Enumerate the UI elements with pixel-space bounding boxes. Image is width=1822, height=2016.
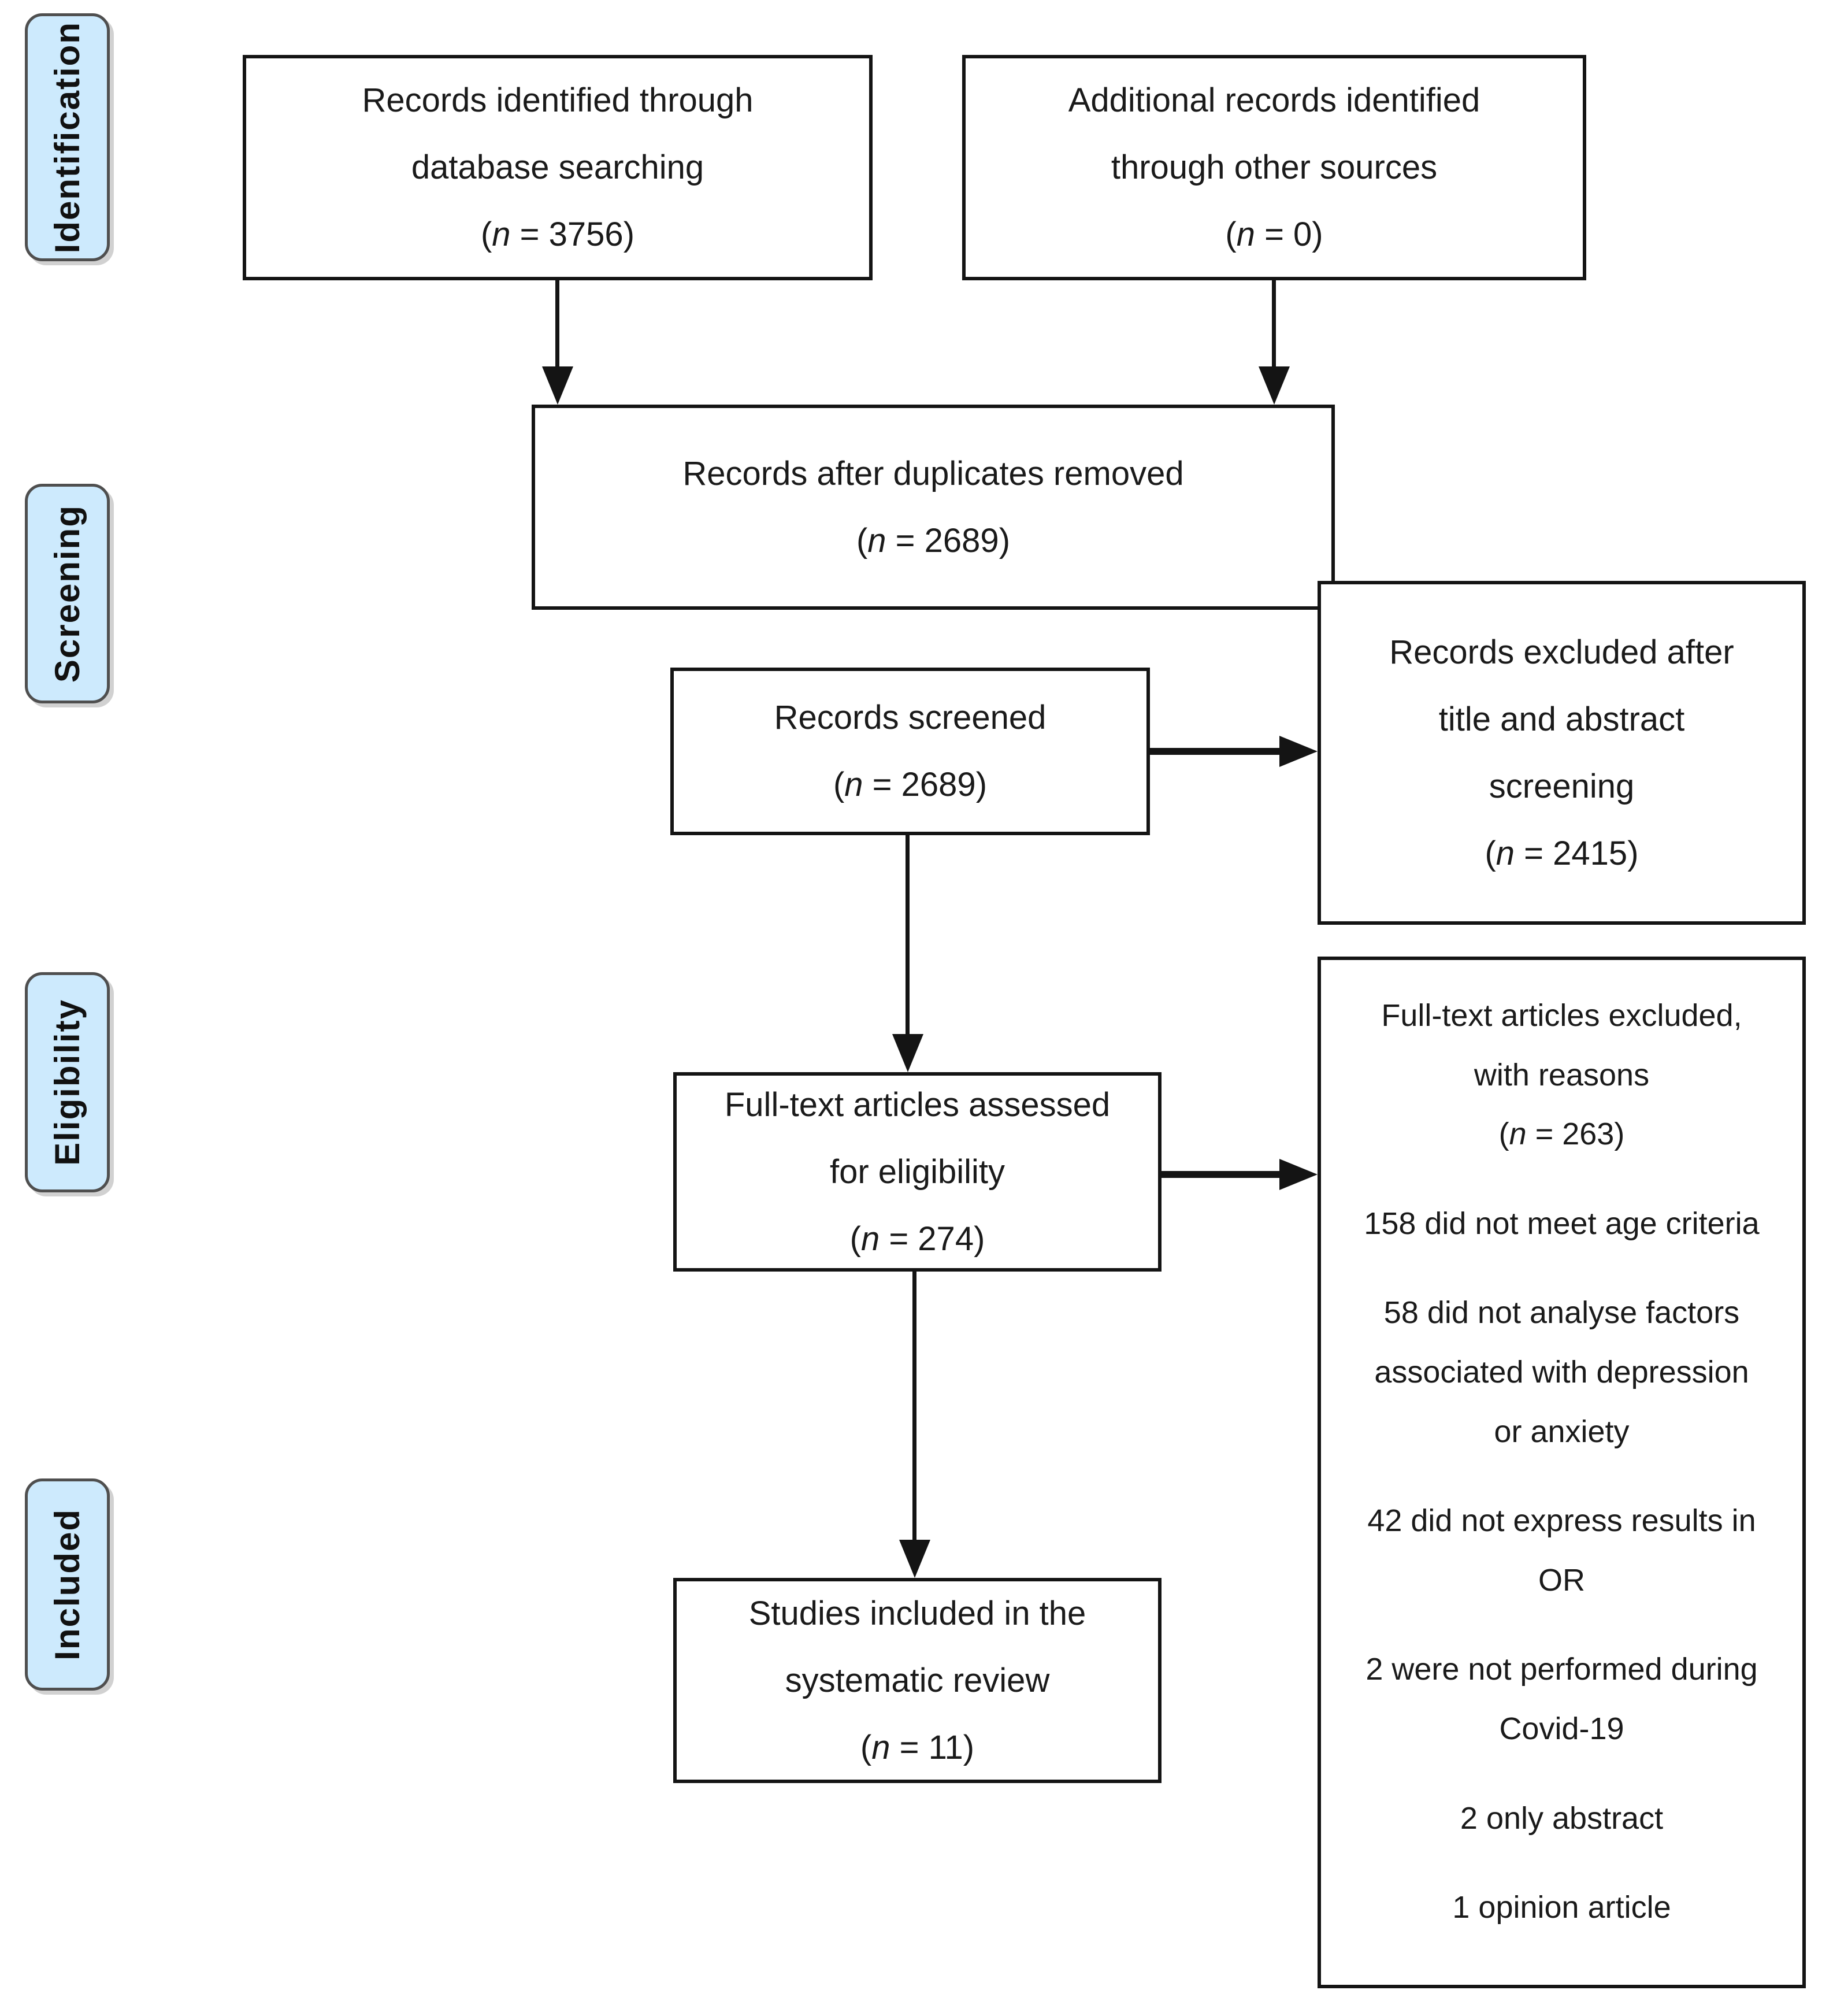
- stage-label-eligibility: Eligibility: [25, 972, 110, 1192]
- exclusion-reason: 58 did not analyse factors associated wi…: [1374, 1295, 1749, 1449]
- exclusion-reason: 2 were not performed during Covid-19: [1365, 1652, 1758, 1746]
- arrowhead-down-icon: [1259, 366, 1290, 405]
- n-count: (n = 0): [1225, 216, 1323, 253]
- text-line: Full-text articles assessed: [724, 1085, 1111, 1124]
- text-line: Records after duplicates removed: [682, 454, 1184, 492]
- arrow-screened-to-excluded: [1150, 748, 1283, 755]
- text-line: for eligibility: [829, 1152, 1005, 1191]
- text-line: with reasons: [1474, 1057, 1650, 1092]
- n-count: (n = 3756): [480, 216, 635, 253]
- box-text: Additional records identified through oth…: [1068, 67, 1480, 201]
- stage-label-text: Identification: [48, 21, 87, 254]
- box-text: Full-text articles assessed for eligibili…: [725, 1072, 1110, 1206]
- box-duplicates-removed: Records after duplicates removed (n = 26…: [532, 405, 1335, 610]
- n-count: (n = 263): [1498, 1117, 1625, 1152]
- box-text: Studies included in the systematic review: [749, 1580, 1086, 1714]
- text-line: through other sources: [1111, 149, 1438, 186]
- box-text: Full-text articles excluded, with reasons: [1381, 986, 1742, 1105]
- text-line: Full-text articles excluded,: [1381, 998, 1742, 1033]
- box-records-identified: Records identified through database searc…: [243, 55, 873, 280]
- stage-label-text: Included: [48, 1509, 87, 1661]
- text-line: database searching: [411, 149, 704, 186]
- text-line: Records screened: [774, 699, 1047, 736]
- arrow-screened-to-fulltext: [906, 835, 910, 1037]
- box-text: Records screened: [774, 684, 1047, 751]
- stage-label-screening: Screening: [25, 484, 110, 703]
- box-records-excluded-screening: Records excluded after title and abstract…: [1318, 581, 1806, 925]
- arrowhead-right-icon: [1279, 736, 1318, 767]
- exclusion-reason: 42 did not express results in OR: [1367, 1503, 1756, 1598]
- stage-label-included: Included: [25, 1478, 110, 1691]
- box-fulltext-excluded: Full-text articles excluded, with reasons…: [1318, 957, 1806, 1988]
- arrowhead-down-icon: [899, 1540, 930, 1578]
- box-fulltext-assessed: Full-text articles assessed for eligibili…: [673, 1072, 1162, 1272]
- arrowhead-down-icon: [542, 366, 573, 405]
- n-count: (n = 2689): [856, 521, 1011, 559]
- text-line: systematic review: [785, 1661, 1050, 1699]
- box-text: Records after duplicates removed: [682, 440, 1183, 507]
- stage-label-text: Eligibility: [48, 999, 87, 1166]
- arrow-fulltext-to-included: [912, 1272, 916, 1543]
- text-line: Records excluded after: [1389, 633, 1734, 671]
- arrowhead-right-icon: [1279, 1159, 1318, 1190]
- arrow-identified-to-dedup: [555, 280, 559, 370]
- exclusion-reasons-list: 158 did not meet age criteria 58 did not …: [1363, 1164, 1761, 1937]
- n-count: (n = 2415): [1485, 834, 1639, 872]
- exclusion-reason: 158 did not meet age criteria: [1364, 1206, 1760, 1241]
- text-line: Records identified through: [362, 81, 754, 119]
- n-count: (n = 11): [860, 1728, 975, 1766]
- text-line: screening: [1489, 767, 1635, 805]
- box-studies-included: Studies included in the systematic review…: [673, 1578, 1162, 1783]
- stage-label-text: Screening: [48, 504, 87, 683]
- stage-label-identification: Identification: [25, 13, 110, 261]
- box-records-screened: Records screened (n = 2689): [670, 668, 1150, 835]
- n-count: (n = 274): [849, 1220, 985, 1258]
- text-line: Studies included in the: [748, 1594, 1086, 1632]
- box-additional-records: Additional records identified through oth…: [962, 55, 1586, 280]
- text-line: title and abstract: [1438, 700, 1685, 738]
- exclusion-reason: 1 opinion article: [1452, 1890, 1671, 1925]
- arrowhead-down-icon: [892, 1034, 923, 1072]
- text-line: Additional records identified: [1068, 81, 1480, 119]
- box-text: Records excluded after title and abstract…: [1389, 619, 1734, 820]
- box-text: Records identified through database searc…: [362, 67, 753, 201]
- n-count: (n = 2689): [833, 766, 988, 803]
- exclusion-reason: 2 only abstract: [1460, 1800, 1664, 1836]
- arrow-additional-to-dedup: [1272, 280, 1276, 370]
- arrow-fulltext-to-excluded: [1162, 1171, 1283, 1178]
